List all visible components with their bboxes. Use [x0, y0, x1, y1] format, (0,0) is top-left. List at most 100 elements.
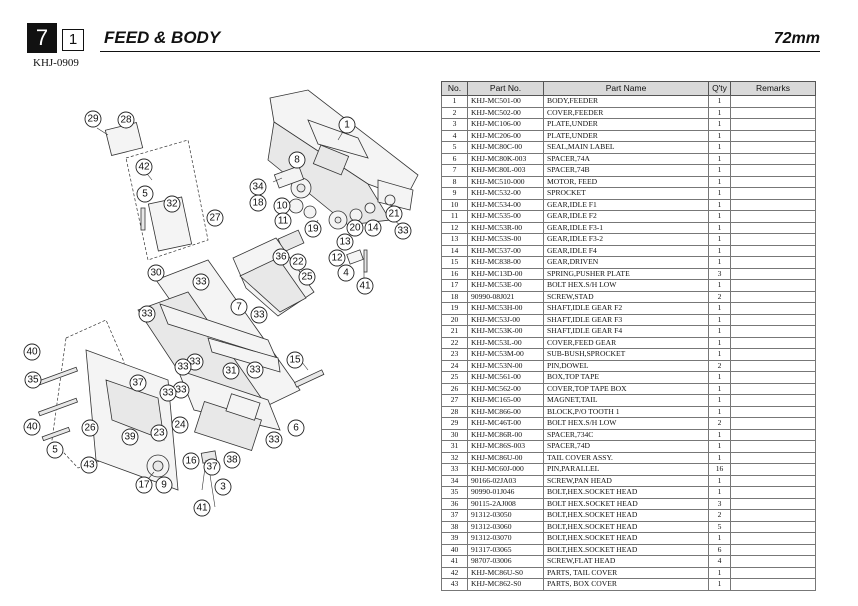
header-qty: Q'ty	[708, 81, 731, 96]
cell-remarks	[730, 543, 816, 556]
cell-qty: 2	[708, 290, 731, 303]
header-part-no: Part No.	[467, 81, 544, 96]
header-part-name: Part Name	[543, 81, 709, 96]
svg-text:9: 9	[161, 480, 167, 491]
svg-text:35: 35	[27, 375, 39, 386]
cell-no: 3	[441, 118, 468, 131]
cell-part-name: COVER,TOP TAPE BOX	[543, 382, 709, 395]
cell-part-name: SPACER,74B	[543, 164, 709, 177]
exploded-view-diagram: 1 6 3 4 5 5 7 8 9 10 11 12 13 14 15 16 1…	[23, 89, 419, 517]
cell-no: 39	[441, 532, 468, 545]
cell-remarks	[730, 290, 816, 303]
cell-part-name: COVER,FEED GEAR	[543, 336, 709, 349]
cell-remarks	[730, 129, 816, 142]
svg-text:8: 8	[294, 155, 300, 166]
header-no: No.	[441, 81, 468, 96]
cell-remarks	[730, 555, 816, 568]
cell-qty: 1	[708, 129, 731, 142]
cell-remarks	[730, 463, 816, 476]
cell-part-no: KHJ-MC53M-00	[467, 348, 544, 361]
cell-part-name: MAGNET,TAIL	[543, 394, 709, 407]
svg-text:14: 14	[367, 223, 379, 234]
cell-qty: 5	[708, 520, 731, 533]
svg-text:25: 25	[301, 272, 313, 283]
cell-part-no: 90166-02JA03	[467, 474, 544, 487]
cell-part-name: BOLT HEX.S/H LOW	[543, 279, 709, 292]
callout-bubbles: 1 6 3 4 5 5 7 8 9 10 11 12 13 14 15 16 1…	[23, 110, 412, 517]
cell-part-no: 91312-03050	[467, 509, 544, 522]
cell-part-name: GEAR,IDLE F4	[543, 244, 709, 257]
svg-text:30: 30	[150, 268, 162, 279]
sub-number-box: 1	[62, 29, 84, 51]
cell-part-no: KHJ-MC838-00	[467, 256, 544, 269]
cell-remarks	[730, 175, 816, 188]
cell-qty: 1	[708, 106, 731, 119]
cell-part-name: SCREW,PAN HEAD	[543, 474, 709, 487]
svg-text:36: 36	[275, 252, 287, 263]
cell-remarks	[730, 302, 816, 315]
svg-text:38: 38	[226, 455, 238, 466]
cell-part-no: KHJ-MC53K-00	[467, 325, 544, 338]
cell-part-no: KHJ-MC13D-00	[467, 267, 544, 280]
cell-qty: 2	[708, 509, 731, 522]
cell-no: 7	[441, 164, 468, 177]
cell-part-no: 90115-2AJ008	[467, 497, 544, 510]
cell-no: 34	[441, 474, 468, 487]
svg-text:5: 5	[52, 445, 58, 456]
cell-part-no: KHJ-MC53J-00	[467, 313, 544, 326]
svg-text:7: 7	[236, 302, 242, 313]
cell-qty: 1	[708, 233, 731, 246]
cell-qty: 1	[708, 428, 731, 441]
cell-part-no: KHJ-MC53L-00	[467, 336, 544, 349]
svg-text:40: 40	[26, 422, 38, 433]
cell-part-no: 91317-03065	[467, 543, 544, 556]
cell-no: 6	[441, 152, 468, 165]
cell-remarks	[730, 405, 816, 418]
cell-part-name: COVER,FEEDER	[543, 106, 709, 119]
cell-qty: 1	[708, 175, 731, 188]
cell-part-name: GEAR,IDLE F2	[543, 210, 709, 223]
cell-part-no: KHJ-MC53R-00	[467, 221, 544, 234]
cell-remarks	[730, 417, 816, 430]
cell-qty: 1	[708, 141, 731, 154]
svg-text:33: 33	[177, 362, 189, 373]
svg-text:33: 33	[268, 435, 280, 446]
cell-remarks	[730, 578, 816, 591]
cell-qty: 1	[708, 302, 731, 315]
cell-remarks	[730, 198, 816, 211]
cell-no: 36	[441, 497, 468, 510]
cell-no: 18	[441, 290, 468, 303]
cell-part-no: KHJ-MC501-00	[467, 95, 544, 108]
cell-no: 19	[441, 302, 468, 315]
cell-part-name: BOLT,HEX.SOCKET HEAD	[543, 486, 709, 499]
svg-text:41: 41	[196, 503, 208, 514]
cell-qty: 1	[708, 256, 731, 269]
cell-remarks	[730, 106, 816, 119]
svg-text:6: 6	[293, 423, 299, 434]
cell-remarks	[730, 118, 816, 131]
cell-remarks	[730, 164, 816, 177]
cell-qty: 1	[708, 279, 731, 292]
cell-remarks	[730, 371, 816, 384]
cell-qty: 1	[708, 187, 731, 200]
cell-no: 17	[441, 279, 468, 292]
cell-qty: 3	[708, 267, 731, 280]
cell-part-name: GEAR,IDLE F3-2	[543, 233, 709, 246]
cell-part-name: BOLT,HEX.SOCKET HEAD	[543, 532, 709, 545]
cell-part-name: SPACER,74A	[543, 152, 709, 165]
cell-qty: 1	[708, 164, 731, 177]
cell-qty: 1	[708, 451, 731, 464]
